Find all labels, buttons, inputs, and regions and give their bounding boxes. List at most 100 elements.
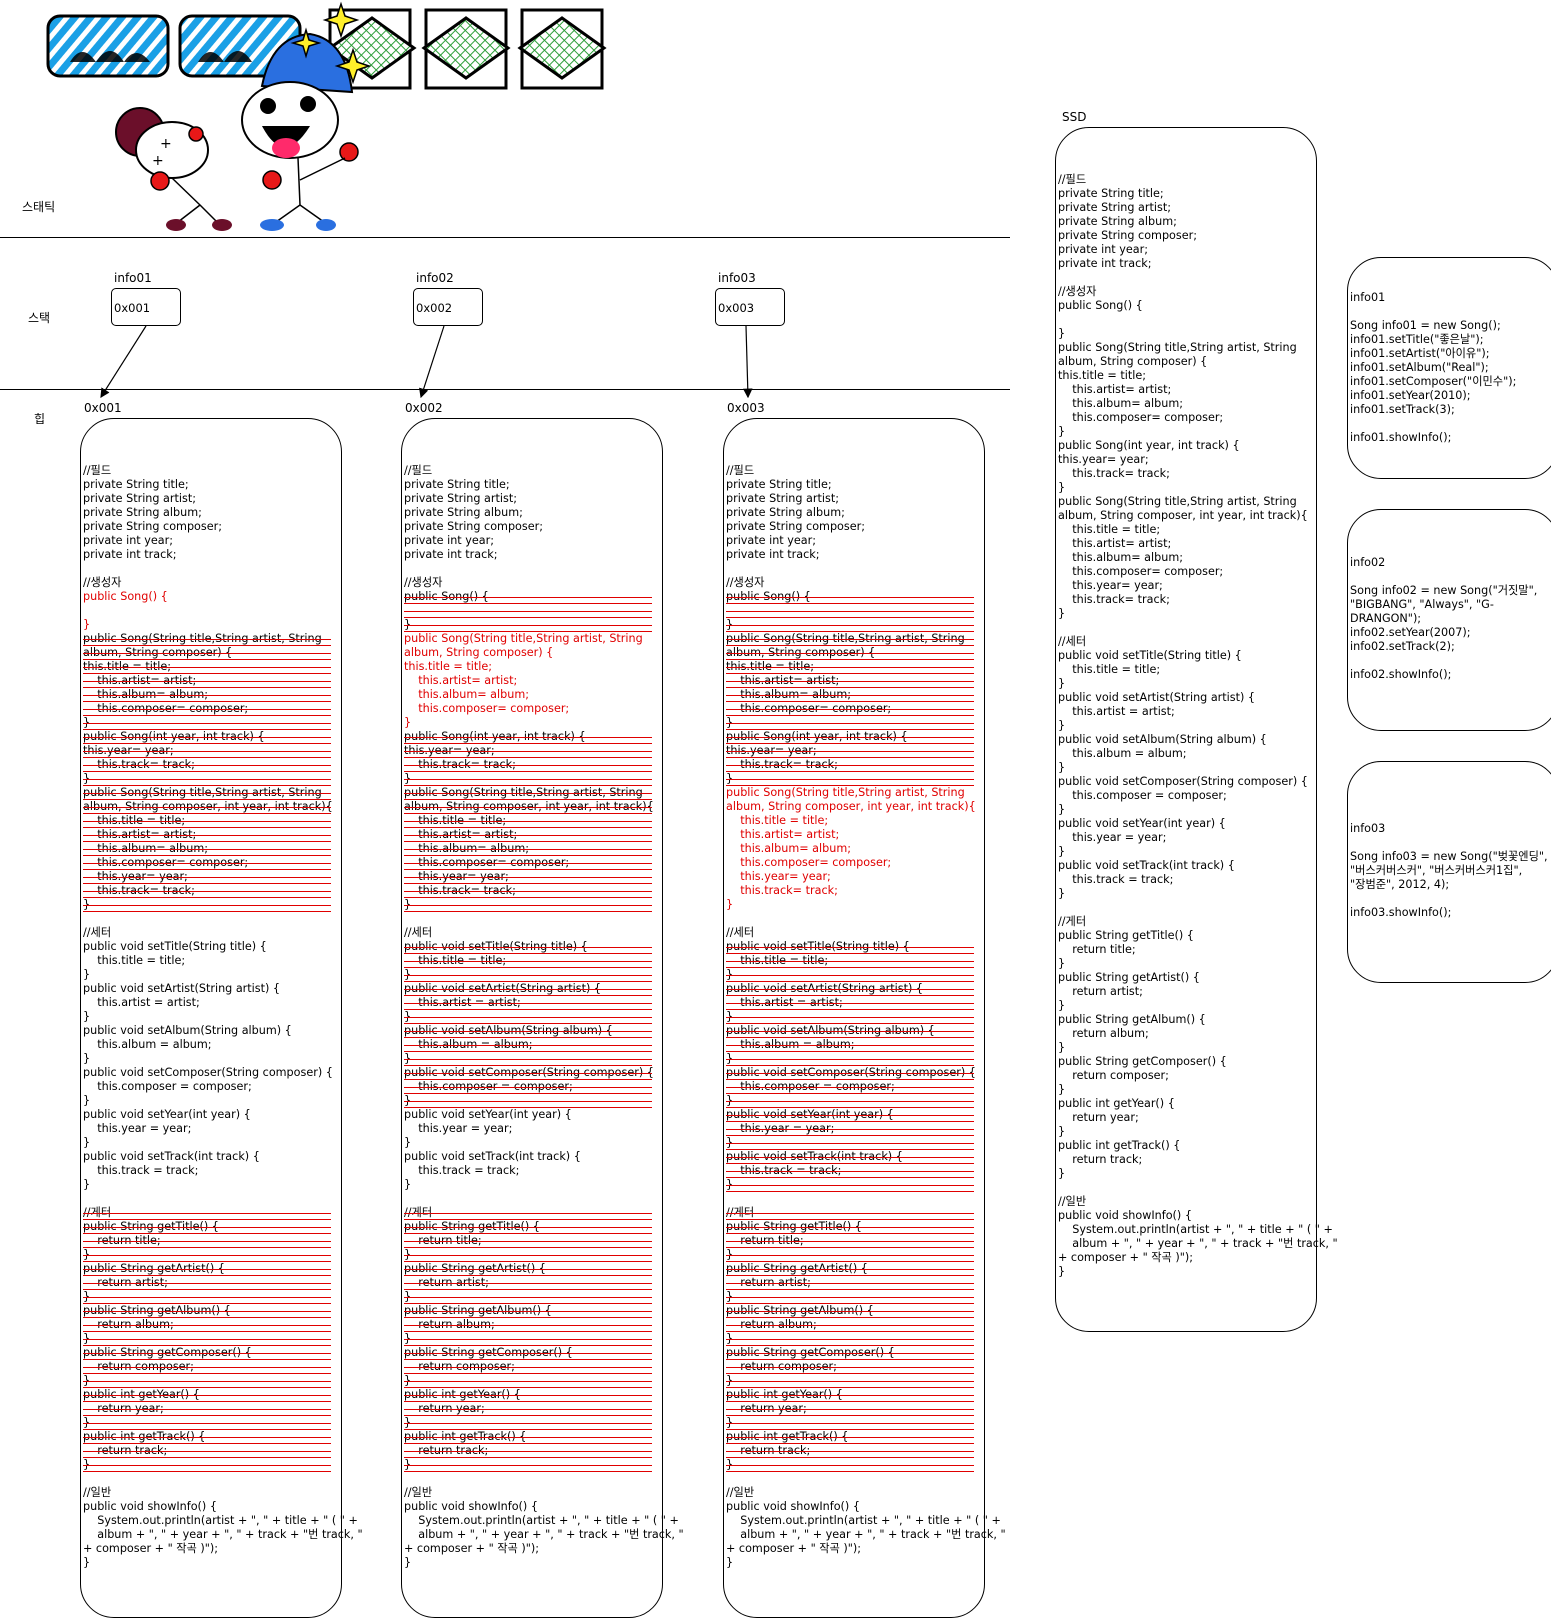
code-line: }: [404, 1290, 684, 1304]
code-line: public void setTrack(int track) {: [404, 1150, 581, 1163]
code-line: }: [726, 1136, 1006, 1150]
code-line: [726, 562, 1006, 576]
code-line: }: [83, 1248, 363, 1262]
code-line: return title;: [404, 1234, 684, 1248]
code-line: this.album= album;: [404, 688, 530, 701]
snippet-line: info03.showInfo();: [1350, 906, 1452, 919]
code-line: }: [726, 1290, 1006, 1304]
code-line: this.album = album;: [83, 1038, 212, 1051]
code-line: return composer;: [1058, 1069, 1169, 1082]
code-line: }: [83, 968, 91, 981]
code-line: }: [726, 716, 1006, 730]
code-line: public void setComposer(String composer)…: [1058, 775, 1308, 788]
code-line: //게터: [83, 1206, 363, 1220]
code-line: public void setTrack(int track) {: [1058, 859, 1235, 872]
code-line: private String album;: [1058, 215, 1177, 228]
code-line: }: [404, 1094, 684, 1108]
code-line: return album;: [726, 1318, 1006, 1332]
code-line: [1058, 621, 1338, 635]
code-line: //세터: [726, 926, 755, 939]
code-line: }: [83, 1136, 91, 1149]
code-line: public Song(int year, int track) {: [83, 730, 363, 744]
section-label-static: 스태틱: [22, 200, 56, 214]
code-line: return title;: [726, 1234, 1006, 1248]
code-line: public Song(String title,String artist, …: [1058, 341, 1297, 354]
heap-object-card: [723, 418, 985, 1618]
code-line: this.title = title;: [83, 814, 363, 828]
code-line: this.year = year;: [83, 1122, 192, 1135]
code-line: this.year= year;: [1058, 579, 1163, 592]
code-line: }: [1058, 1265, 1066, 1278]
code-line: this.track = track;: [1058, 873, 1174, 886]
code-line: }: [726, 1556, 734, 1569]
code-line: public void setTrack(int track) {: [726, 1150, 1006, 1164]
code-line: public void setTitle(String title) {: [404, 940, 684, 954]
code-line: private String title;: [1058, 187, 1164, 200]
snippet-line: [1350, 570, 1551, 584]
code-line: private int track;: [83, 548, 177, 561]
code-line: [83, 604, 363, 618]
code-line: }: [726, 1332, 1006, 1346]
snippet-line: DRANGON");: [1350, 612, 1422, 625]
code-line: this.title = title;: [1058, 663, 1161, 676]
snippet-line: info01.setTrack(3);: [1350, 403, 1455, 416]
code-line: this.album= album;: [726, 842, 852, 855]
code-line: private String artist;: [726, 492, 839, 505]
code-line: public String getArtist() {: [1058, 971, 1200, 984]
code-line: }: [726, 1458, 1006, 1472]
code-line: public int getTrack() {: [404, 1430, 684, 1444]
code-line: public String getComposer() {: [83, 1346, 363, 1360]
stack-var-value: 0x001: [111, 288, 181, 326]
code-line: this.year= year;: [83, 744, 363, 758]
sparkle-star-3: [334, 47, 372, 85]
code-line: private String title;: [83, 478, 189, 491]
code-line: }: [404, 898, 684, 912]
code-line: public String getTitle() {: [726, 1220, 1006, 1234]
code-line: return album;: [83, 1318, 363, 1332]
code-line: this.year= year;: [1058, 453, 1149, 466]
code-line: }: [83, 1332, 363, 1346]
code-line: [83, 1472, 363, 1486]
code-line: this.year = year;: [726, 1122, 1006, 1136]
section-label-heap: 힙: [34, 412, 46, 426]
code-line: }: [404, 1052, 684, 1066]
snippet-line: [1350, 417, 1551, 431]
code-line: }: [726, 618, 1006, 632]
code-line: this.artist= artist;: [726, 674, 1006, 688]
snippet-line: Song info03 = new Song("벚꽃엔딩",: [1350, 850, 1548, 863]
code-line: this.track= track;: [83, 758, 363, 772]
code-line: System.out.println(artist + ", " + title…: [1058, 1223, 1333, 1236]
code-line: }: [1058, 887, 1066, 900]
code-line: return year;: [404, 1402, 684, 1416]
code-line: public int getTrack() {: [726, 1430, 1006, 1444]
code-line: this.year= year;: [404, 744, 684, 758]
code-line: public void setAlbum(String album) {: [83, 1024, 292, 1037]
code-line: //세터: [83, 926, 112, 939]
snippet-line: "장범준", 2012, 4);: [1350, 878, 1450, 891]
code-line: private int year;: [83, 534, 173, 547]
code-line: private String artist;: [404, 492, 517, 505]
code-line: public void setAlbum(String album) {: [726, 1024, 1006, 1038]
snippet-line: info01.setArtist("아이유");: [1350, 347, 1490, 360]
code-line: }: [726, 968, 1006, 982]
code-line: }: [726, 772, 1006, 786]
code-line: [404, 1192, 684, 1206]
code-line: public void setArtist(String artist) {: [404, 982, 684, 996]
mesh-tile-3: [517, 8, 607, 90]
code-line: [404, 604, 684, 618]
stack-var-value: 0x003: [715, 288, 785, 326]
code-line: public Song(int year, int track) {: [404, 730, 684, 744]
code-line: }: [726, 1416, 1006, 1430]
code-line: return album;: [404, 1318, 684, 1332]
code-line: }: [404, 716, 412, 729]
code-line: this.title = title;: [404, 814, 684, 828]
code-line: public void setTitle(String title) {: [1058, 649, 1242, 662]
code-line: [1058, 1181, 1338, 1195]
code-line: + composer + " 작곡 )");: [83, 1542, 219, 1555]
code-line: [404, 1472, 684, 1486]
code-line: this.composer= composer;: [1058, 565, 1224, 578]
snippet-line: info01: [1350, 291, 1386, 304]
code-line: }: [1058, 761, 1066, 774]
